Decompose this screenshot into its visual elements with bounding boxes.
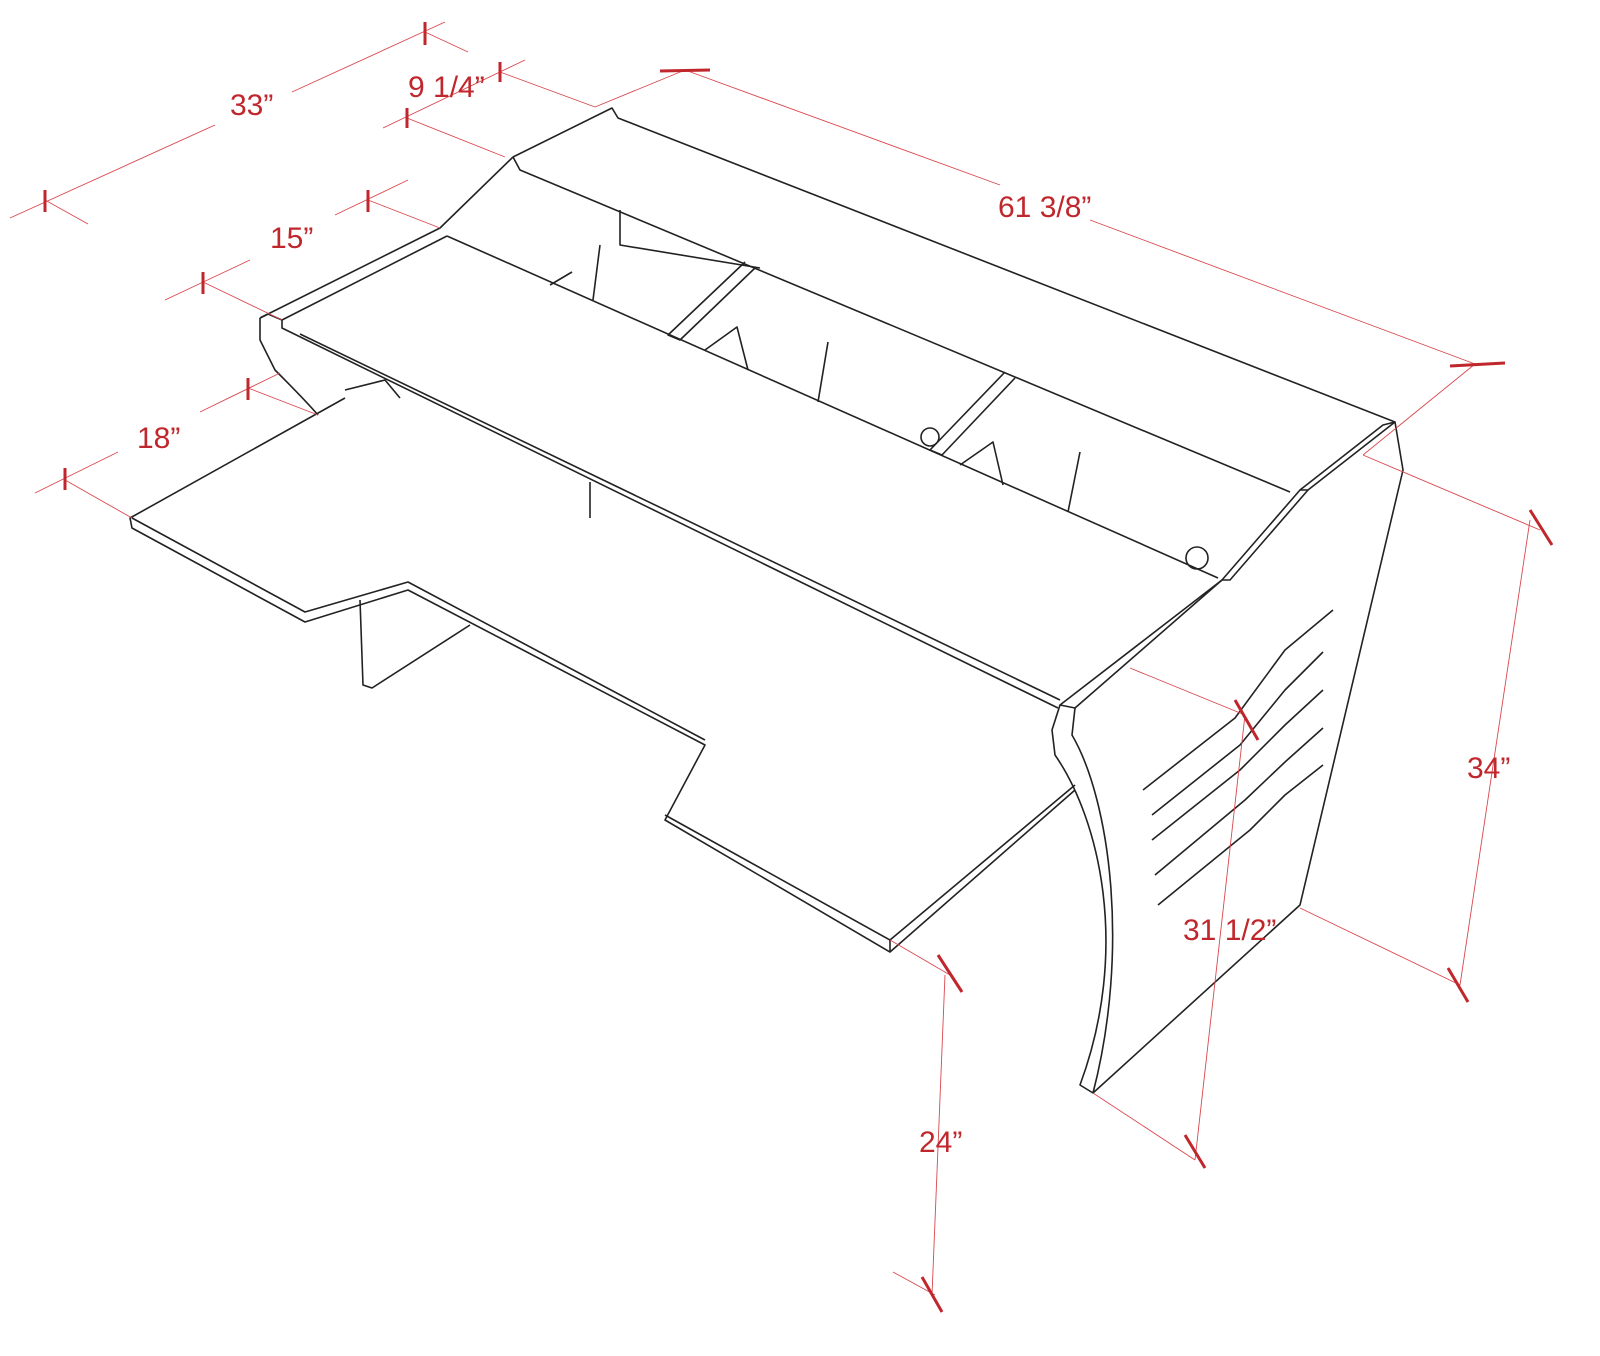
hutch-divider bbox=[619, 210, 761, 269]
hutch-top bbox=[512, 107, 1396, 423]
hutch-divider-2 bbox=[667, 261, 756, 341]
desktop-lip bbox=[299, 333, 1061, 701]
dim-width: 61 3/8” bbox=[998, 191, 1091, 224]
dim-hutch-depth: 9 1/4” bbox=[408, 71, 485, 104]
right-side-panel bbox=[1051, 421, 1404, 1094]
hutch-front-edge bbox=[512, 156, 1291, 493]
hutch-divider-3 bbox=[929, 371, 1016, 456]
keyboard-tray-top bbox=[131, 517, 706, 741]
dim-tray-depth: 18” bbox=[137, 422, 180, 455]
dim-tray-height: 24” bbox=[919, 1126, 962, 1159]
left-side-panel bbox=[259, 313, 319, 416]
desktop-left-edge bbox=[281, 235, 448, 321]
side-panel-inner-curve bbox=[1071, 707, 1114, 1094]
hutch-back-inner bbox=[446, 235, 1219, 579]
desktop-front bbox=[281, 320, 1059, 709]
dim-side-depth: 31 1/2” bbox=[1183, 914, 1276, 947]
keyboard-tray bbox=[129, 397, 1076, 953]
vent-slots bbox=[1142, 609, 1334, 906]
dimension-lines bbox=[9, 21, 1554, 1313]
cable-hole bbox=[920, 427, 940, 447]
hutch-shelf-3 bbox=[1067, 451, 1081, 513]
a-frame bbox=[704, 326, 749, 371]
keyboard-tray-front-inner bbox=[664, 784, 1076, 941]
dimension-labels: 33” 9 1/4” 61 3/8” 15” 18” 34” 31 1/2” 2… bbox=[137, 71, 1510, 1159]
a-frame-2 bbox=[959, 441, 1004, 486]
desk-drawing bbox=[129, 107, 1404, 1094]
tray-slide-left bbox=[344, 379, 401, 399]
dim-desktop-depth: 15” bbox=[270, 222, 313, 255]
tray-leg bbox=[359, 599, 471, 689]
hutch-shelf-2 bbox=[817, 341, 829, 403]
hutch-bolt bbox=[549, 271, 573, 286]
hutch-shelf bbox=[592, 244, 601, 301]
side-panel-inner-edge-2 bbox=[1059, 489, 1309, 709]
dim-overall-depth: 33” bbox=[230, 89, 273, 122]
dim-height: 34” bbox=[1467, 752, 1510, 785]
cable-hole-2 bbox=[1185, 546, 1209, 570]
